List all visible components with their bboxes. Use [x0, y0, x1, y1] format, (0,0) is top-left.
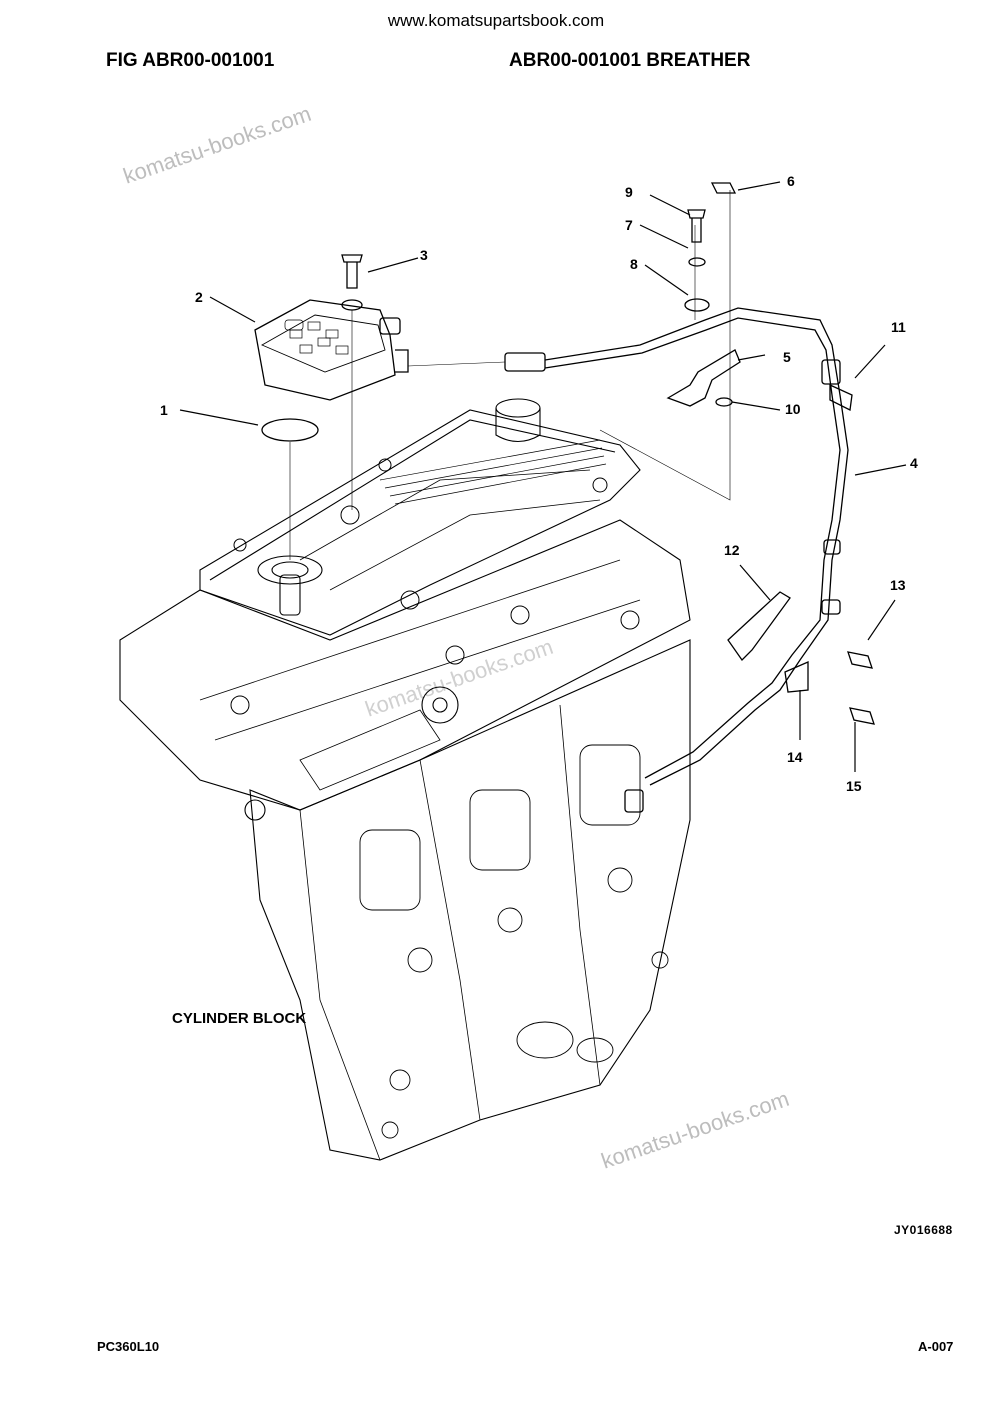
breather-assembly: [254, 190, 731, 560]
callouts: 1 2 3 4 5 6 7 8 9 10 11 12 13 14 15: [160, 173, 918, 794]
model-number: PC360L10: [97, 1339, 160, 1354]
callout-12: 12: [724, 542, 740, 558]
callout-13: 13: [890, 577, 906, 593]
callout-4: 4: [910, 455, 918, 471]
page-number: A-007: [918, 1339, 954, 1354]
callout-10: 10: [785, 401, 801, 417]
callout-5: 5: [783, 349, 791, 365]
callout-15: 15: [846, 778, 862, 794]
callout-9: 9: [625, 184, 633, 200]
site-url: www.komatsupartsbook.com: [387, 11, 605, 30]
breather-tube: [504, 182, 875, 813]
callout-6: 6: [787, 173, 795, 189]
callout-3: 3: [420, 247, 428, 263]
callout-14: 14: [787, 749, 803, 765]
cylinder-block-label: CYLINDER BLOCK: [172, 1010, 307, 1027]
figure-number: FIG ABR00-001001: [106, 50, 275, 71]
callout-8: 8: [630, 256, 638, 272]
engine-line-art: [119, 398, 691, 1161]
drawing-number: JY016688: [894, 1223, 953, 1237]
callout-11: 11: [891, 319, 906, 335]
callout-1: 1: [160, 402, 168, 418]
callout-2: 2: [195, 289, 203, 305]
callout-7: 7: [625, 217, 633, 233]
figure-title: ABR00-001001 BREATHER: [509, 50, 751, 71]
leader-lines: [179, 181, 907, 772]
